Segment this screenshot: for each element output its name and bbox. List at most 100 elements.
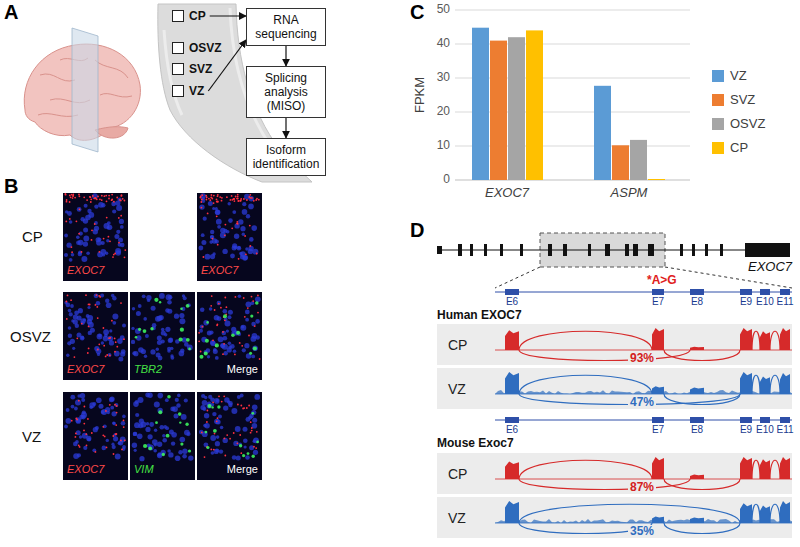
exoc7-signal: [97, 349, 99, 351]
exoc7-signal: [236, 198, 238, 200]
nucleus: [215, 441, 220, 446]
nucleus: [69, 220, 73, 224]
nucleus: [207, 331, 212, 336]
exoc7-signal: [243, 297, 245, 299]
exoc7-signal: [237, 404, 239, 406]
nucleus: [93, 427, 98, 432]
nucleus: [216, 399, 219, 402]
exoc7-signal: [221, 401, 223, 403]
exoc7-signal: [114, 253, 116, 255]
junction-arc: [664, 350, 740, 361]
exoc7-signal: [65, 193, 67, 195]
exoc7-signal: [91, 229, 93, 231]
nucleus: [135, 328, 141, 334]
nucleus: [83, 318, 86, 321]
nucleus: [228, 310, 233, 315]
marker-signal: [179, 337, 183, 341]
legend-label: OSVZ: [730, 116, 765, 132]
exoc7-signal: [109, 337, 111, 339]
region-name: CP: [189, 9, 206, 23]
nucleus: [220, 426, 224, 430]
nucleus: [94, 221, 98, 225]
nucleus: [226, 330, 229, 333]
exoc7-signal: [201, 199, 203, 201]
exoc7-signal: [255, 447, 257, 449]
nucleus: [86, 251, 90, 255]
exoc7-signal: [109, 240, 111, 242]
nucleus: [244, 194, 250, 200]
nucleus: [186, 432, 190, 436]
nucleus: [184, 430, 190, 436]
exoc7-signal: [200, 201, 202, 203]
nucleus: [181, 307, 185, 311]
nucleus: [249, 196, 254, 201]
nucleus: [76, 419, 81, 424]
nucleus: [148, 434, 153, 439]
exon: [625, 244, 629, 256]
category-label: EXOC7: [485, 186, 529, 201]
exoc7-signal: [217, 201, 219, 203]
exoc7-signal: [212, 401, 214, 403]
nucleus: [81, 412, 87, 418]
marker-signal: [180, 307, 183, 310]
nucleus: [120, 225, 124, 229]
exoc7-signal: [237, 223, 239, 225]
nucleus: [145, 393, 150, 398]
nucleus: [251, 355, 255, 359]
sashimi-panels: [437, 324, 792, 538]
exon: [548, 244, 552, 256]
gridline: [455, 10, 690, 11]
marker-signal: [252, 455, 255, 458]
exoc7-signal: [211, 198, 213, 200]
nucleus: [84, 204, 88, 208]
nucleus: [114, 351, 120, 357]
nucleus: [209, 307, 213, 311]
row-label: CP: [22, 228, 43, 245]
nucleus: [145, 427, 150, 432]
exoc7-signal: [96, 294, 98, 296]
nucleus: [230, 254, 235, 259]
nucleus: [83, 228, 88, 233]
nucleus: [92, 193, 98, 199]
exoc7-signal: [257, 312, 259, 314]
exoc7-signal: [213, 195, 215, 197]
coverage-peak: [760, 459, 770, 479]
exoc7-signal: [224, 297, 226, 299]
nucleus: [165, 426, 169, 430]
nucleus: [199, 246, 204, 251]
nucleus: [73, 319, 78, 324]
nucleus: [133, 432, 137, 436]
nucleus: [216, 435, 220, 439]
nucleus: [76, 430, 81, 435]
nucleus: [227, 347, 232, 352]
exoc7-signal: [239, 434, 241, 436]
nucleus: [93, 229, 98, 234]
exoc7-signal: [207, 213, 209, 215]
nucleus: [228, 218, 233, 223]
nucleus: [228, 202, 231, 205]
inclusion-percent: 93%: [628, 352, 656, 365]
legend-label: SVZ: [730, 92, 755, 108]
exoc7-signal: [112, 256, 114, 258]
exoc7-signal: [105, 195, 107, 197]
nucleus: [95, 426, 99, 430]
exoc7-signal: [249, 225, 251, 227]
exoc7-signal: [198, 332, 200, 334]
nucleus: [112, 445, 116, 449]
nucleus: [217, 301, 221, 305]
nucleus: [134, 422, 140, 428]
nucleus: [141, 349, 146, 354]
marker-signal: [150, 327, 153, 330]
exoc7-signal: [112, 435, 114, 437]
region-marker: SVZ: [172, 62, 212, 76]
nucleus: [94, 293, 99, 298]
legend-label: CP: [730, 140, 748, 156]
exoc7-signal: [233, 432, 235, 434]
nucleus: [87, 319, 92, 324]
flow-arrow: [285, 46, 286, 66]
nucleus: [113, 436, 118, 441]
marker-signal: [186, 338, 190, 342]
nucleus: [242, 256, 247, 261]
exoc7-signal: [235, 296, 237, 298]
nucleus: [165, 308, 169, 312]
